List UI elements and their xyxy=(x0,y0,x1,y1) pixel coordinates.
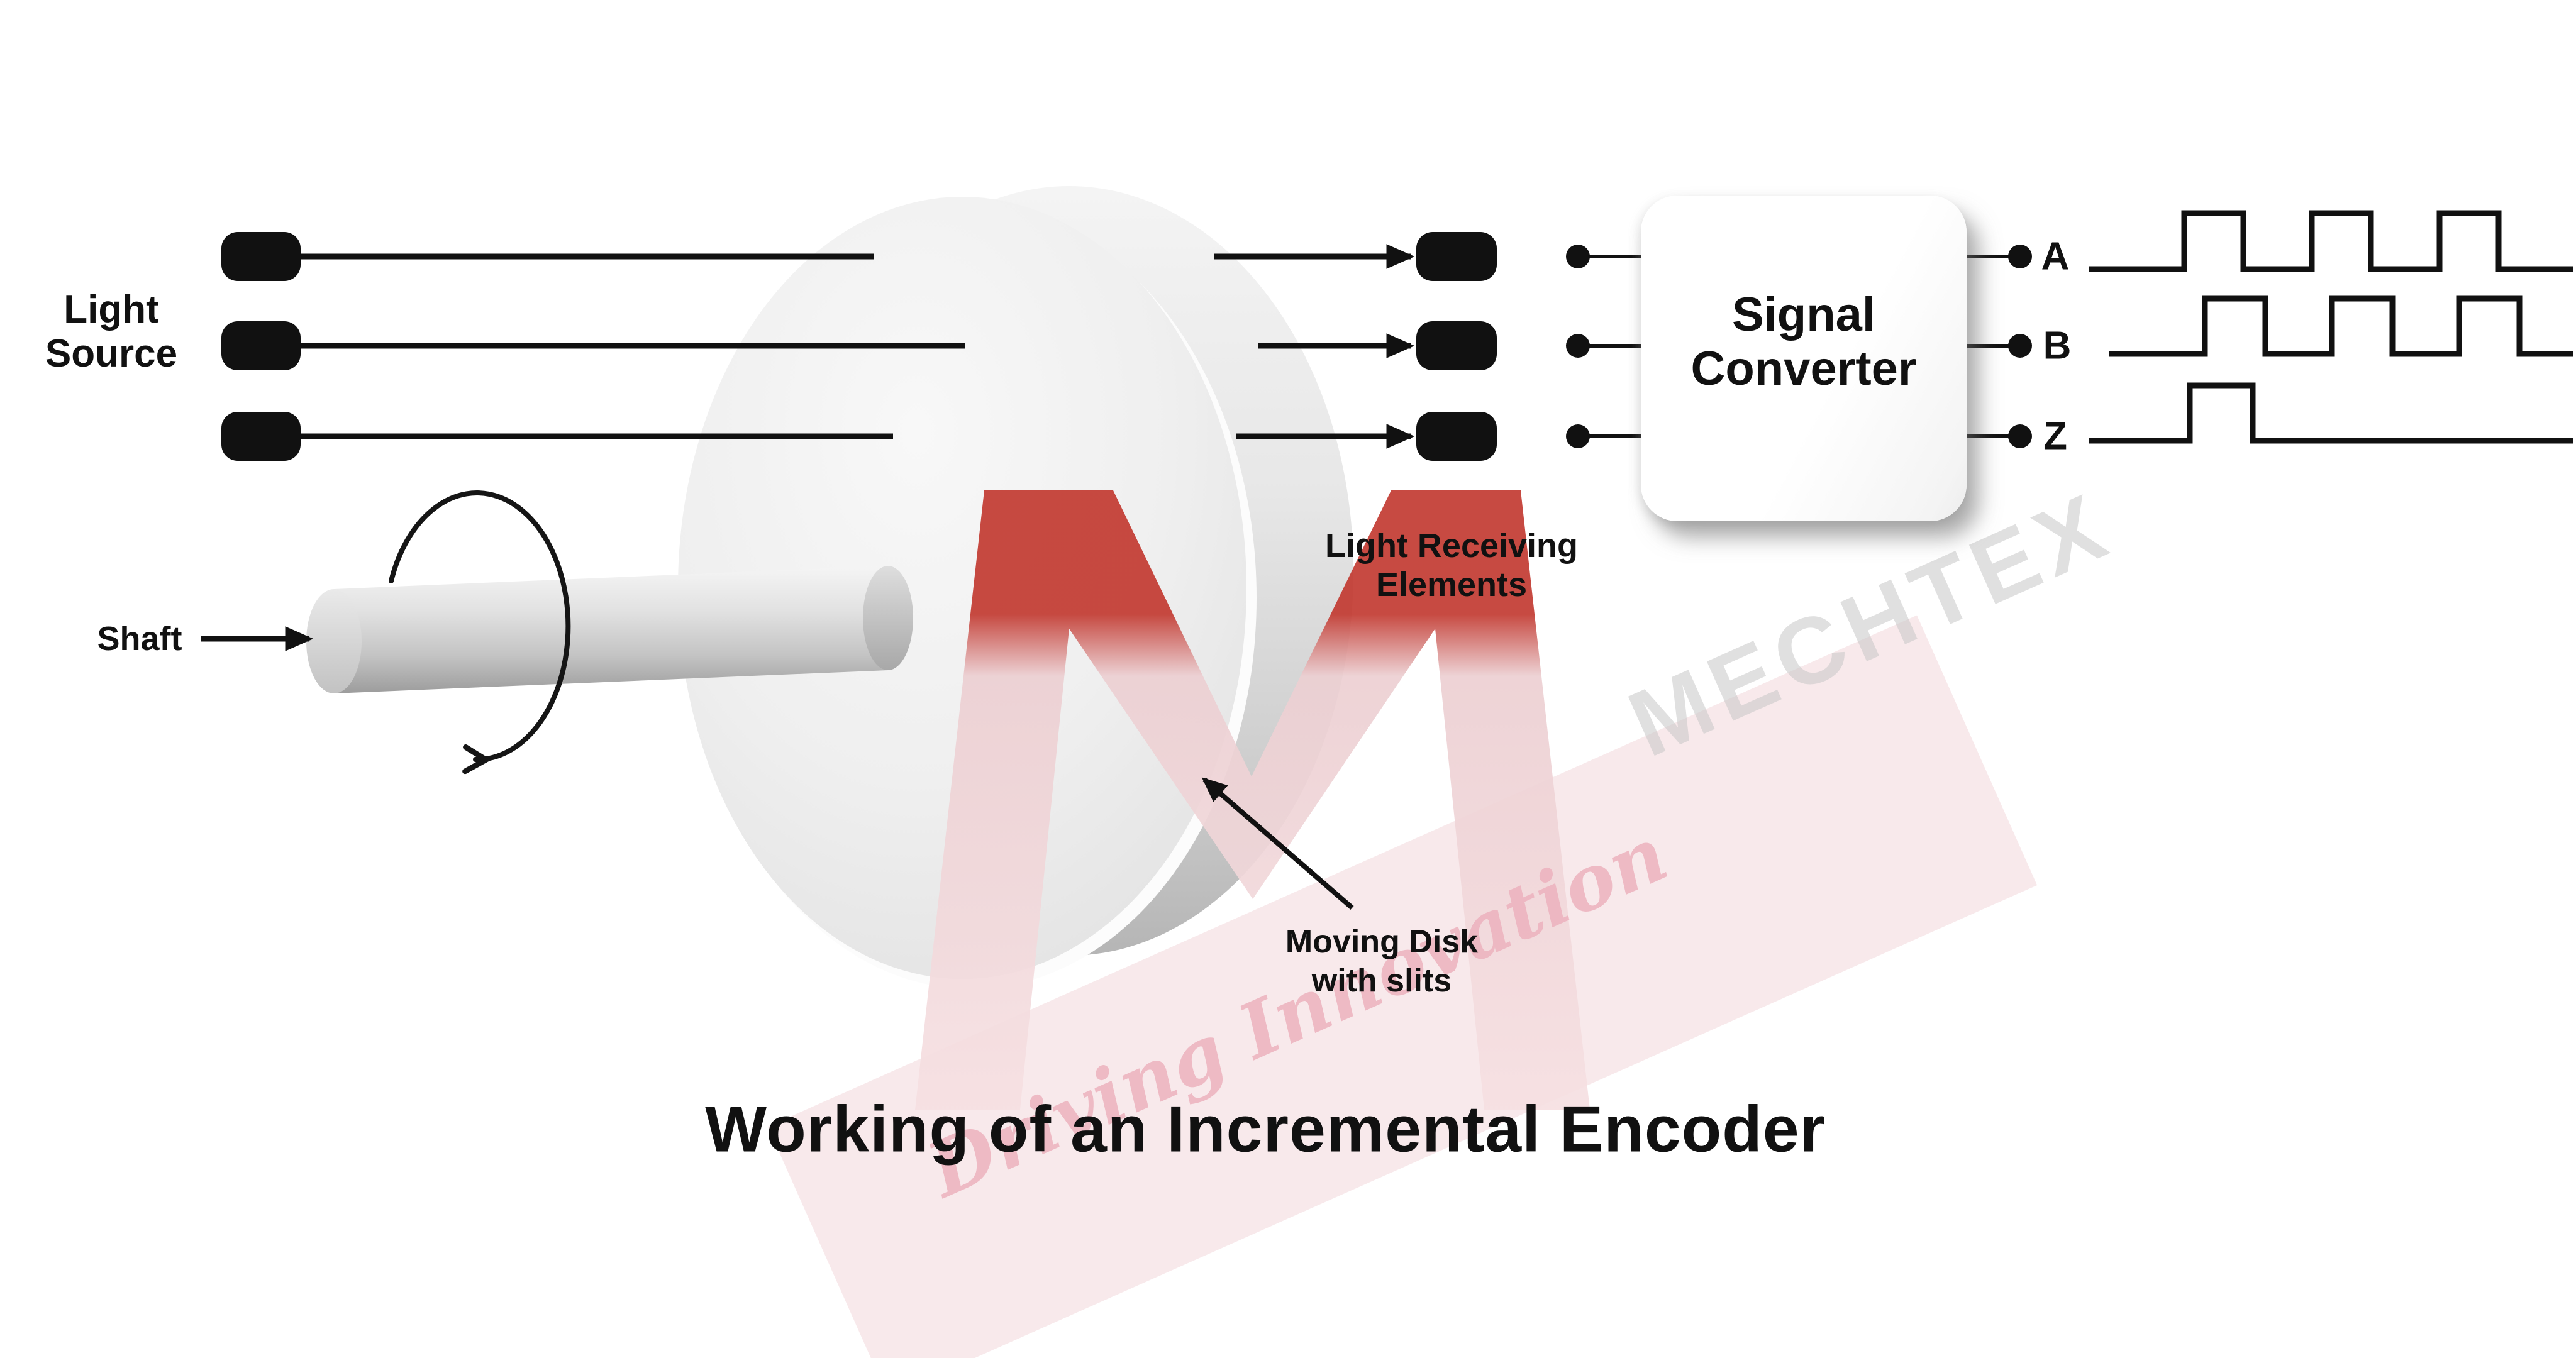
light-source-label-line1: Light xyxy=(64,288,159,331)
shaft-right-cap xyxy=(863,566,913,670)
signal-converter-box: Signal Converter xyxy=(1641,196,1967,521)
moving-disk-label-line1: Moving Disk xyxy=(1285,924,1479,960)
moving-disk-label: Moving Disk with slits xyxy=(1285,922,1478,1000)
output-channel-z-label: Z xyxy=(2043,414,2067,458)
receiving-label-line1: Light Receiving xyxy=(1324,527,1579,565)
moving-disk xyxy=(678,186,1353,989)
light-receiving-elements-label: Light Receiving Elements xyxy=(1325,526,1578,604)
converter-output-node-2 xyxy=(2008,334,2032,358)
light-receiver-2 xyxy=(1416,321,1497,370)
light-receiver-1 xyxy=(1416,232,1497,281)
output-channel-b-label: B xyxy=(2043,324,2072,368)
disk-pointer-arrow xyxy=(1201,777,1354,910)
shaft-label: Shaft xyxy=(97,620,182,658)
light-source-label-line2: Source xyxy=(45,332,178,375)
receiving-label-line2: Elements xyxy=(1375,566,1528,604)
rotation-arrow xyxy=(389,490,571,759)
watermark-m-logo xyxy=(915,490,1590,1110)
light-receiver-3 xyxy=(1416,412,1497,461)
converter-output-node-3 xyxy=(2008,424,2032,448)
waveform-b xyxy=(2109,295,2573,357)
light-source-led-1 xyxy=(221,232,301,281)
converter-output-node-1 xyxy=(2008,245,2032,268)
waveform-z xyxy=(2089,382,2573,444)
light-source-led-3 xyxy=(221,412,301,461)
page-title: Working of an Incremental Encoder xyxy=(704,1093,1826,1166)
signal-converter-label-line2: Converter xyxy=(1690,342,1917,395)
light-source-label: Light Source xyxy=(45,288,177,376)
disk-front-face xyxy=(678,197,1246,979)
watermark: MECHTEX Driving Innovation xyxy=(767,472,2126,1358)
signal-converter-label-line1: Signal xyxy=(1731,288,1876,341)
shaft-left-cap xyxy=(306,589,362,693)
waveform-a xyxy=(2089,210,2573,272)
moving-disk-label-line2: with slits xyxy=(1311,963,1452,999)
shaft-body xyxy=(334,566,888,693)
watermark-band xyxy=(767,615,2038,1358)
light-source-led-2 xyxy=(221,321,301,370)
output-channel-a-label: A xyxy=(2041,235,2070,279)
shaft xyxy=(306,566,913,693)
